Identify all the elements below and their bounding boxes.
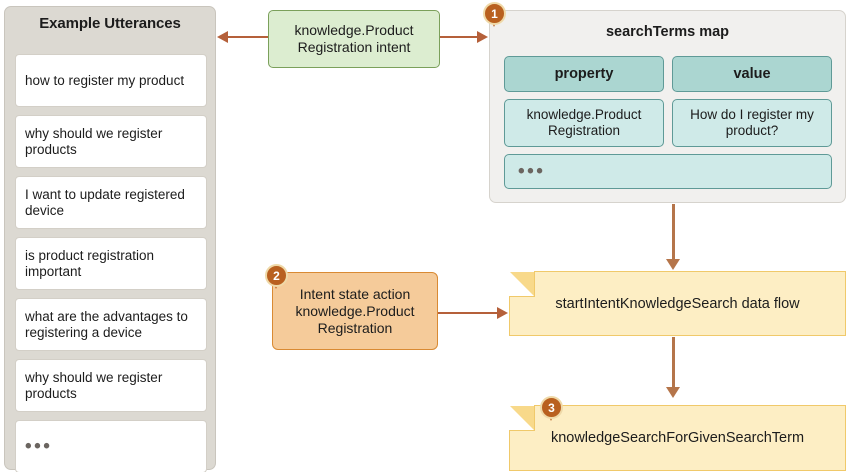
step-badge-1: 1 — [483, 2, 506, 27]
utterance-item-4[interactable]: is product registration important — [15, 237, 207, 290]
ellipsis-icon: ••• — [518, 160, 546, 182]
flow-box-label: startIntentKnowledgeSearch data flow — [555, 295, 800, 312]
folded-corner-icon — [510, 406, 534, 430]
map-cell-value[interactable]: How do I register my product? — [672, 99, 832, 147]
knowledge-search-for-given-search-term-box[interactable]: knowledgeSearchForGivenSearchTerm — [509, 405, 846, 471]
connector-flow-to-search — [672, 337, 675, 389]
badge-number: 2 — [265, 264, 288, 287]
map-row-more[interactable]: ••• — [504, 154, 832, 189]
arrow-head-right-flow — [497, 307, 508, 319]
folded-corner-icon — [510, 272, 534, 296]
utterance-text: what are the advantages to registering a… — [25, 308, 188, 340]
search-box-label: knowledgeSearchForGivenSearchTerm — [550, 430, 805, 446]
map-column-header-property: property — [504, 56, 664, 92]
intent-state-action-label: Intent state action knowledge.Product Re… — [295, 285, 415, 336]
badge-number: 1 — [483, 2, 506, 25]
example-utterances-panel: Example Utterances how to register my pr… — [4, 6, 216, 472]
utterance-item-1[interactable]: how to register my product — [15, 54, 207, 107]
arrow-head-right-map — [477, 31, 488, 43]
connector-map-to-flow — [672, 204, 675, 262]
connector-action-to-flow — [438, 312, 498, 314]
arrow-head-left-utterances — [217, 31, 228, 43]
column-header-text: value — [733, 66, 771, 82]
utterance-item-5[interactable]: what are the advantages to registering a… — [15, 298, 207, 351]
utterance-item-2[interactable]: why should we register products — [15, 115, 207, 168]
connector-intent-to-utterances — [228, 36, 270, 38]
example-utterances-title: Example Utterances — [39, 15, 181, 32]
map-cell-property[interactable]: knowledge.Product Registration — [504, 99, 664, 147]
utterance-item-6[interactable]: why should we register products — [15, 359, 207, 412]
ellipsis-icon: ••• — [25, 435, 53, 457]
intent-box-label: knowledge.Product Registration intent — [294, 22, 414, 55]
intent-state-action-box[interactable]: Intent state action knowledge.Product Re… — [272, 272, 438, 350]
column-header-text: property — [554, 66, 614, 82]
map-column-header-value: value — [672, 56, 832, 92]
intent-box[interactable]: knowledge.Product Registration intent — [268, 10, 440, 68]
utterance-text: I want to update registered device — [25, 186, 185, 218]
utterance-text: why should we register products — [25, 369, 163, 401]
utterance-item-3[interactable]: I want to update registered device — [15, 176, 207, 229]
badge-number: 3 — [540, 396, 563, 419]
utterance-text: how to register my product — [25, 72, 185, 88]
utterance-text: why should we register products — [25, 125, 163, 157]
start-intent-knowledge-search-flow-box[interactable]: startIntentKnowledgeSearch data flow — [509, 271, 846, 336]
utterance-text: is product registration important — [25, 247, 155, 279]
map-cell-text: How do I register my product? — [690, 107, 814, 138]
utterance-item-more[interactable]: ••• — [15, 420, 207, 472]
arrow-head-down-search — [666, 387, 680, 398]
map-cell-text: knowledge.Product Registration — [526, 107, 642, 138]
step-badge-3: 3 — [540, 396, 563, 421]
step-badge-2: 2 — [265, 264, 288, 289]
connector-intent-to-map — [440, 36, 478, 38]
search-terms-map-panel: searchTerms map property value knowledge… — [489, 10, 846, 203]
arrow-head-down-flow — [666, 259, 680, 270]
search-terms-map-title: searchTerms map — [605, 24, 730, 40]
